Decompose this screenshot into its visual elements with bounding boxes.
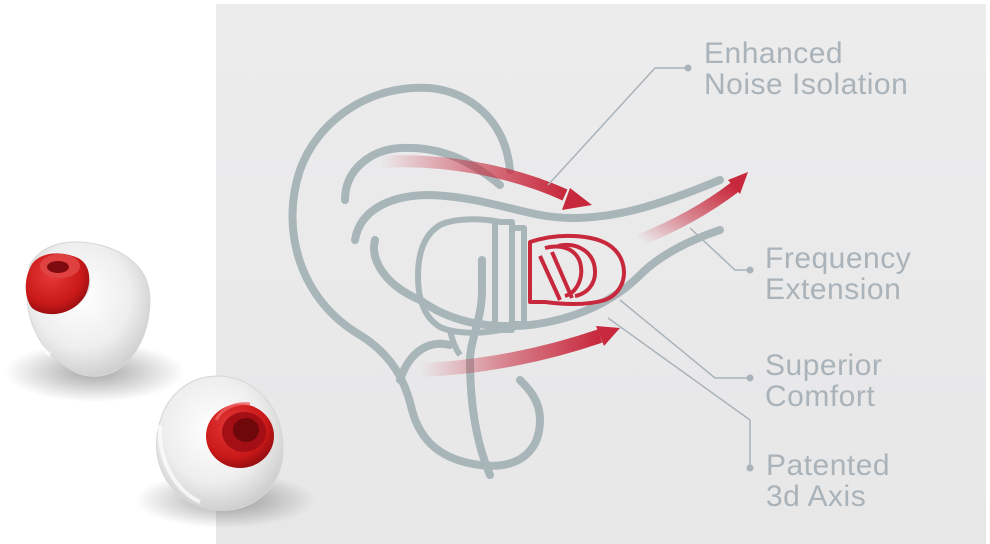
- leader-dot-icon: [684, 64, 754, 472]
- earphone-icon: [415, 216, 527, 357]
- patented-axis-line1: Patented: [766, 449, 891, 482]
- frequency-extension-line1: Frequency: [765, 242, 912, 275]
- patented-axis-line2: 3d Axis: [766, 480, 867, 513]
- sound-arrow-icon: [379, 155, 592, 210]
- noise-isolation-line2: Noise Isolation: [704, 68, 909, 101]
- ear-tip-icon: [528, 233, 626, 306]
- frequency-extension-line2: Extension: [765, 273, 902, 306]
- noise-isolation-label: Enhanced Noise Isolation: [704, 38, 908, 100]
- superior-comfort-line1: Superior: [765, 349, 883, 382]
- sound-arrow-icon: [637, 172, 748, 246]
- superior-comfort-line2: Comfort: [765, 380, 876, 413]
- patented-axis-label: Patented 3d Axis: [766, 450, 890, 512]
- ear-outline-icon: [288, 83, 724, 479]
- diagram-panel: [216, 4, 986, 544]
- ear-tip-icon: [135, 375, 315, 528]
- ear-tip-icon: [5, 241, 185, 402]
- superior-comfort-label: Superior Comfort: [765, 350, 882, 412]
- sound-arrow-icon: [419, 326, 620, 377]
- leader-lines: [547, 67, 751, 468]
- noise-isolation-line1: Enhanced: [704, 37, 844, 70]
- frequency-extension-label: Frequency Extension: [765, 243, 911, 305]
